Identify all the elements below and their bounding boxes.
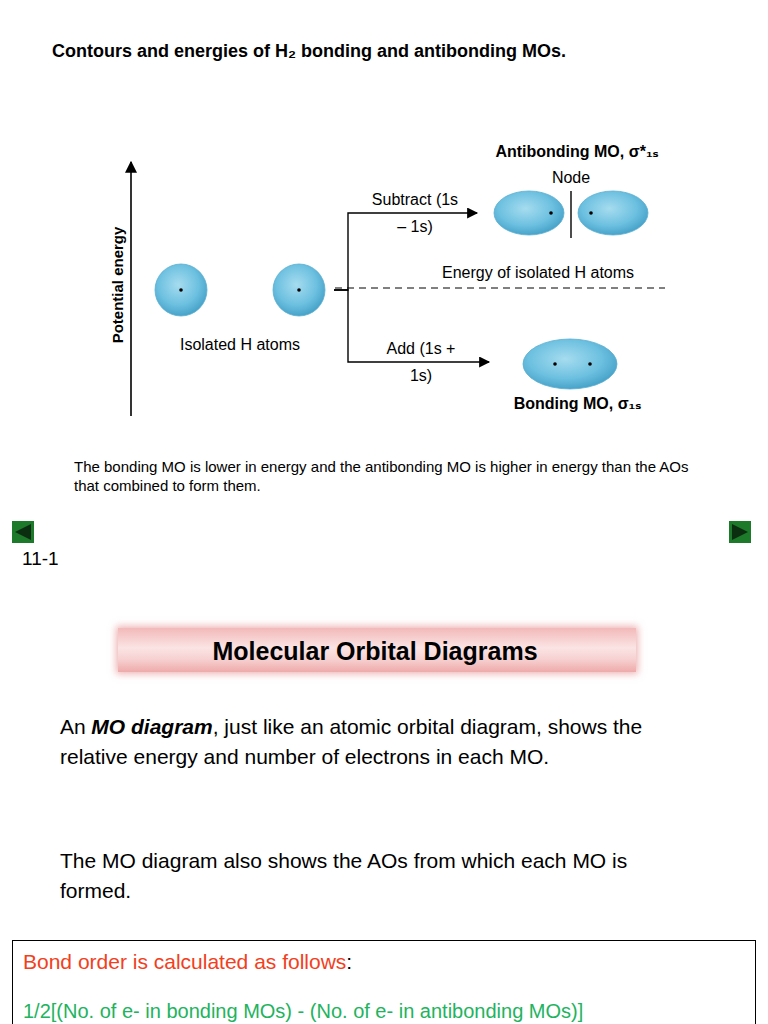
node-label: Molecular Orbital Diagrams — [118, 636, 632, 667]
bonding-orbital — [523, 339, 617, 389]
emphasis-term: MO diagram — [91, 715, 212, 738]
node-text: Node — [546, 168, 596, 188]
paragraph-text: The MO diagram also shows the AOs from w… — [60, 846, 685, 906]
atom-pair: Isolated H atoms — [150, 258, 334, 359]
bond-order-box: Bond order is calculated as follows: 1/2[… — [12, 940, 756, 1024]
slide-title: Contours and energies of H₂ bonding and … — [52, 41, 566, 62]
energy-axis — [130, 162, 132, 416]
energy-level-line — [335, 288, 665, 289]
nav-next — [729, 521, 751, 543]
node-label: Bond order is calculated as follows — [23, 949, 346, 975]
axis-label: Potential energy — [109, 227, 126, 344]
antibonding-mo: Antibonding MO, σ*₁ₛNode — [478, 140, 680, 245]
node-text: 1/2[(No. of e- in bonding MOs) - (No. of… — [23, 999, 583, 1024]
figure-caption: The bonding MO is lower in energy and th… — [74, 457, 689, 495]
node-text: : — [346, 949, 352, 975]
energy-level-label: Energy of isolated H atoms — [440, 264, 636, 282]
node-label: Bonding MO, σ₁ₛ — [490, 394, 665, 414]
bonding-mo: Bonding MO, σ₁ₛ — [490, 334, 669, 420]
h-atoms — [155, 264, 325, 316]
antibonding-orbital — [494, 191, 648, 238]
section-heading-band: Molecular Orbital Diagrams — [118, 628, 636, 672]
node-label: Antibonding MO, σ*₁ₛ — [478, 142, 676, 162]
paragraph-text: An — [60, 715, 86, 738]
nav-prev — [12, 521, 34, 543]
edge-label: Subtract (1s – 1s) — [369, 186, 461, 240]
paragraph: AnMO diagram, just like an atomic orbita… — [60, 712, 685, 772]
node-label: Isolated H atoms — [150, 335, 330, 355]
edge-label: Add (1s + 1s) — [375, 335, 467, 389]
slide-number: 11-1 — [22, 548, 59, 570]
